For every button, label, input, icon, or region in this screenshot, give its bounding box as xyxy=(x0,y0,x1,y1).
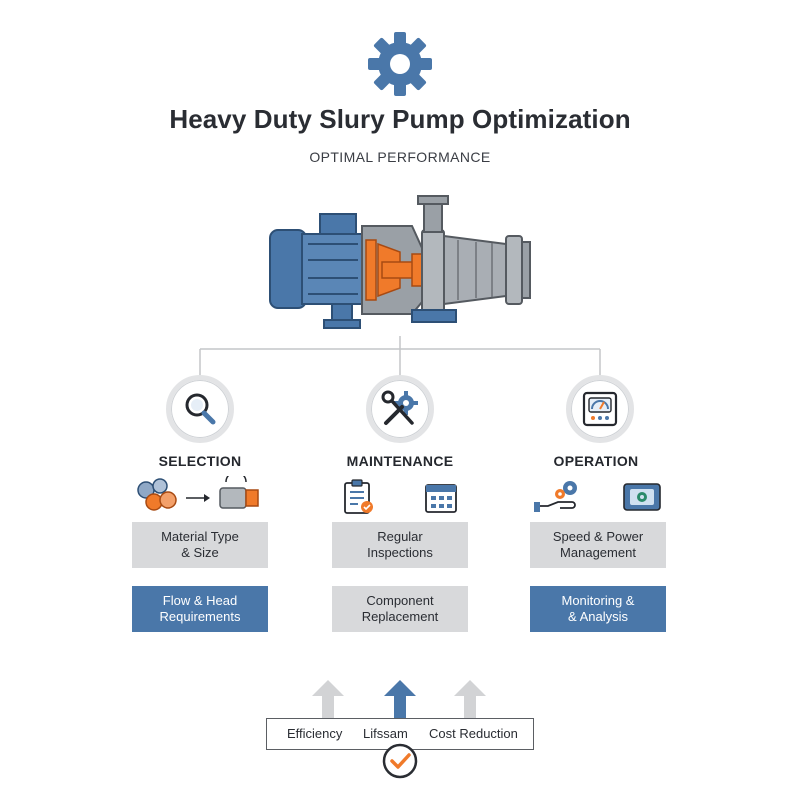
selection-title: SELECTION xyxy=(158,453,242,469)
regular-inspections-box: Regular Inspections xyxy=(332,522,468,568)
motor-display-icon xyxy=(622,480,662,514)
hand-gears-icon xyxy=(532,476,588,516)
slurry-pump-illustration xyxy=(262,190,538,335)
speed-power-box: Speed & Power Management xyxy=(530,522,666,568)
checklist-icon xyxy=(342,478,376,516)
component-replacement-box: Component Replacement xyxy=(332,586,468,632)
calendar-icon xyxy=(424,480,458,514)
outcome-arrows xyxy=(312,680,486,720)
monitoring-analysis-box: Monitoring & & Analysis xyxy=(530,586,666,632)
checkmark-icon xyxy=(381,742,419,780)
operation-title: OPERATION xyxy=(553,453,639,469)
operation-icon-circle xyxy=(566,375,634,443)
arrow-up-left xyxy=(312,680,344,720)
arrow-up-right xyxy=(454,680,486,720)
magnifier-icon xyxy=(185,393,216,425)
page-subtitle: OPTIMAL PERFORMANCE xyxy=(309,149,491,165)
gear-icon xyxy=(364,28,436,100)
material-type-box: Material Type & Size xyxy=(132,522,268,568)
outcome-cost-reduction: Cost Reduction xyxy=(429,726,518,741)
maintenance-icon-circle xyxy=(366,375,434,443)
outcome-lifespan: Lifssam xyxy=(363,726,408,741)
outcome-efficiency: Efficiency xyxy=(287,726,343,741)
arrow-up-center xyxy=(384,680,416,720)
page-title: Heavy Duty Slury Pump Optimization xyxy=(169,104,631,134)
gauge-panel-icon xyxy=(582,391,618,427)
wrench-gear-icon xyxy=(381,390,418,425)
flow-head-box: Flow & Head Requirements xyxy=(132,586,268,632)
selection-icon-circle xyxy=(166,375,234,443)
maintenance-title: MAINTENANCE xyxy=(346,453,454,469)
material-to-pump-icon xyxy=(134,471,266,516)
